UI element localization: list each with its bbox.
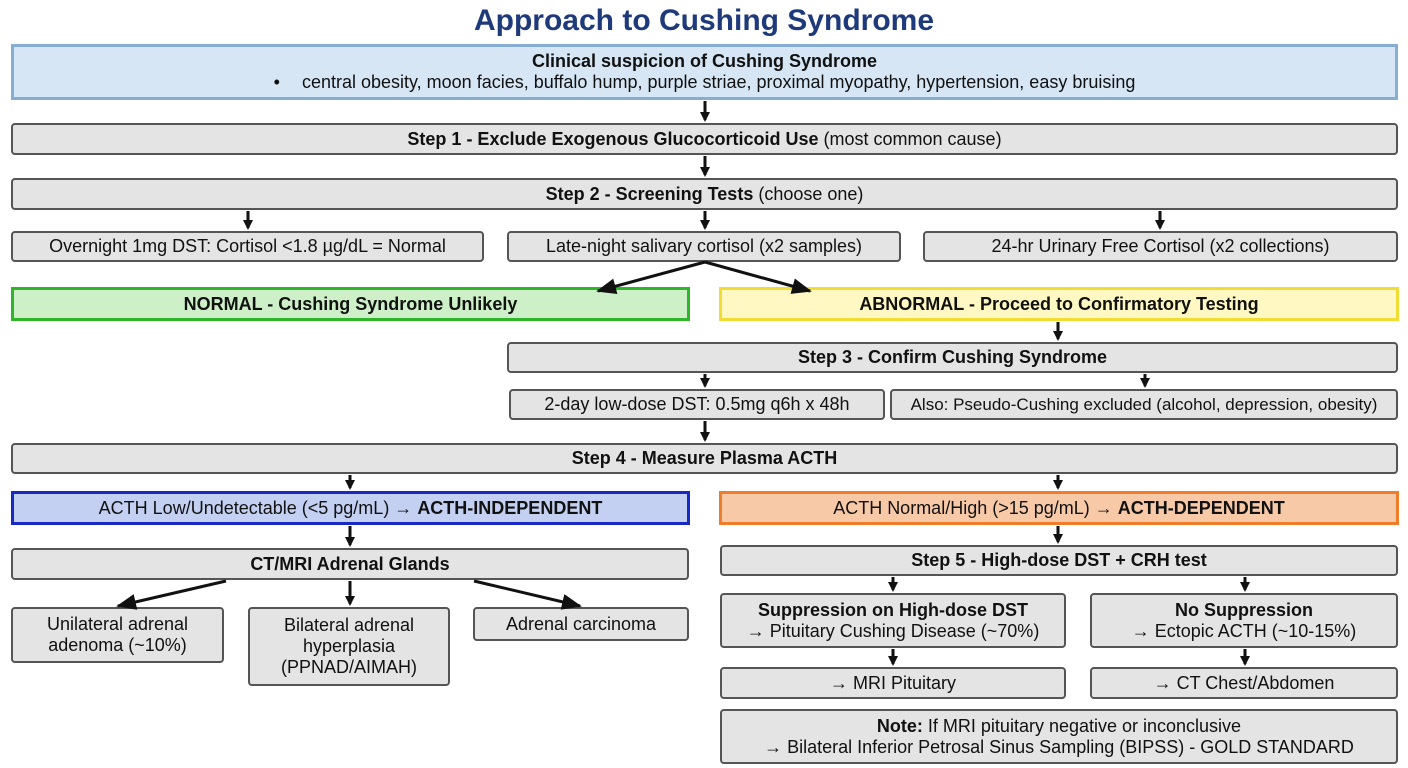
step1-note: (most common cause) [818, 128, 1002, 149]
step2-label: Step 2 - Screening Tests [545, 183, 754, 204]
acth-independent-label: ACTH-INDEPENDENT [417, 497, 603, 518]
mri-pituitary-box: → MRI Pituitary [720, 667, 1066, 699]
adrenal-carcinoma-box: Adrenal carcinoma [473, 607, 689, 641]
step4-label: Step 4 - Measure Plasma ACTH [571, 448, 838, 468]
pseudo-cushing-text: Also: Pseudo-Cushing excluded (alcohol, … [910, 395, 1378, 414]
adrenal-adenoma-line1: Unilateral adrenal [46, 614, 189, 634]
acth-independent-box: ACTH Low/Undetectable (<5 pg/mL) → ACTH-… [11, 491, 690, 525]
normal-result-text: NORMAL - Cushing Syndrome Unlikely [183, 293, 518, 314]
step2-box: Step 2 - Screening Tests (choose one) [11, 178, 1398, 210]
arrow-ct-carcinoma [473, 579, 582, 610]
adrenal-adenoma-box: Unilateral adrenal adenoma (~10%) [11, 607, 224, 663]
clinical-signs-line: • central obesity, moon facies, buffalo h… [274, 72, 1136, 93]
screening-dst-box: Overnight 1mg DST: Cortisol <1.8 µg/dL =… [11, 231, 484, 262]
no-suppression-box: No Suppression → Ectopic ACTH (~10-15%) [1090, 593, 1398, 648]
pseudo-cushing-box: Also: Pseudo-Cushing excluded (alcohol, … [890, 389, 1398, 420]
bullet-icon: • [273, 72, 280, 92]
suppression-box: Suppression on High-dose DST → Pituitary… [720, 593, 1066, 648]
page-title: Approach to Cushing Syndrome [473, 4, 935, 37]
screening-salivary-text: Late-night salivary cortisol (x2 samples… [545, 236, 863, 256]
abnormal-result-box: ABNORMAL - Proceed to Confirmatory Testi… [719, 287, 1399, 321]
step4-box: Step 4 - Measure Plasma ACTH [11, 443, 1398, 474]
ct-adrenal-label: CT/MRI Adrenal Glands [250, 553, 450, 574]
suppression-result: → Pituitary Cushing Disease (~70%) [746, 620, 1040, 641]
acth-high-text: ACTH Normal/High (>15 pg/mL) → [833, 497, 1118, 518]
acth-low-text: ACTH Low/Undetectable (<5 pg/mL) → [98, 497, 418, 518]
acth-dependent-box: ACTH Normal/High (>15 pg/mL) → ACTH-DEPE… [719, 491, 1399, 525]
arrow-screening-normal [596, 260, 706, 295]
screening-urinary-box: 24-hr Urinary Free Cortisol (x2 collecti… [923, 231, 1398, 262]
arrow-screening-abnormal [704, 260, 812, 294]
no-suppression-heading: No Suppression [1174, 599, 1313, 620]
note-line1-text: If MRI pituitary negative or inconclusiv… [922, 715, 1242, 736]
lowdose-dst-box: 2-day low-dose DST: 0.5mg q6h x 48h [509, 389, 885, 420]
step1-label: Step 1 - Exclude Exogenous Glucocorticoi… [407, 128, 819, 149]
step1-box: Step 1 - Exclude Exogenous Glucocorticoi… [11, 123, 1398, 155]
ct-adrenal-box: CT/MRI Adrenal Glands [11, 548, 689, 580]
step5-label: Step 5 - High-dose DST + CRH test [911, 550, 1207, 570]
adrenal-carcinoma-text: Adrenal carcinoma [505, 613, 657, 634]
no-suppression-result: → Ectopic ACTH (~10-15%) [1131, 620, 1357, 641]
clinical-suspicion-box: Clinical suspicion of Cushing Syndrome •… [11, 44, 1398, 100]
screening-urinary-text: 24-hr Urinary Free Cortisol (x2 collecti… [991, 236, 1330, 256]
abnormal-result-text: ABNORMAL - Proceed to Confirmatory Testi… [859, 293, 1259, 314]
step3-box: Step 3 - Confirm Cushing Syndrome [507, 342, 1398, 373]
note-line1: Note: If MRI pituitary negative or incon… [877, 716, 1241, 737]
step5-box: Step 5 - High-dose DST + CRH test [720, 545, 1398, 576]
adrenal-adenoma-line2: adenoma (~10%) [48, 635, 187, 655]
mri-pituitary-text: → MRI Pituitary [829, 672, 957, 693]
adrenal-hyperplasia-line3: (PPNAD/AIMAH) [280, 657, 417, 677]
arrow-ct-adenoma [116, 579, 227, 610]
adrenal-hyperplasia-box: Bilateral adrenal hyperplasia (PPNAD/AIM… [248, 607, 450, 686]
ct-chest-text: → CT Chest/Abdomen [1153, 672, 1335, 693]
acth-dependent-label: ACTH-DEPENDENT [1117, 497, 1285, 518]
adrenal-hyperplasia-line1: Bilateral adrenal [283, 615, 415, 635]
screening-salivary-box: Late-night salivary cortisol (x2 samples… [507, 231, 901, 262]
normal-result-box: NORMAL - Cushing Syndrome Unlikely [11, 287, 690, 321]
step3-label: Step 3 - Confirm Cushing Syndrome [797, 347, 1108, 367]
adrenal-hyperplasia-line2: hyperplasia [302, 636, 396, 656]
note-label: Note: [876, 715, 923, 736]
bipss-note-box: Note: If MRI pituitary negative or incon… [720, 709, 1398, 764]
suppression-heading: Suppression on High-dose DST [757, 599, 1028, 620]
screening-dst-text: Overnight 1mg DST: Cortisol <1.8 µg/dL =… [49, 236, 446, 256]
step2-note: (choose one) [753, 183, 864, 204]
ct-chest-box: → CT Chest/Abdomen [1090, 667, 1398, 699]
lowdose-dst-text: 2-day low-dose DST: 0.5mg q6h x 48h [544, 394, 850, 414]
clinical-signs: central obesity, moon facies, buffalo hu… [301, 72, 1136, 92]
note-line2: → Bilateral Inferior Petrosal Sinus Samp… [764, 736, 1354, 757]
clinical-suspicion-heading: Clinical suspicion of Cushing Syndrome [531, 51, 878, 71]
